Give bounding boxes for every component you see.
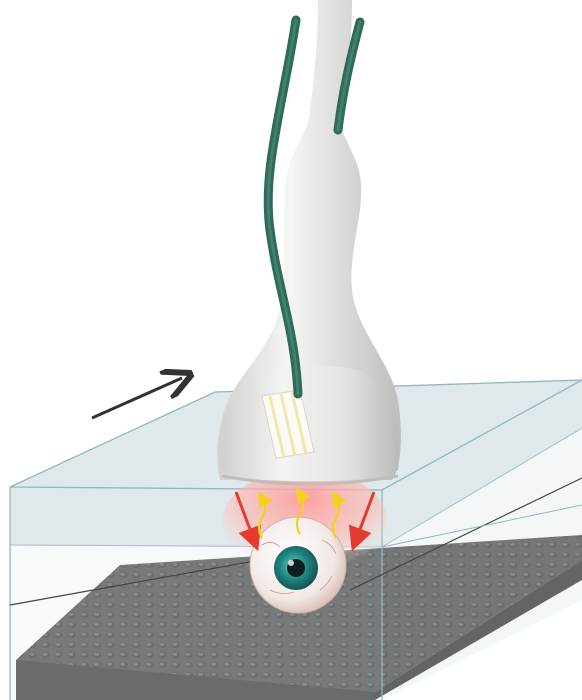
direction-arrow	[92, 378, 182, 418]
probe-head	[217, 0, 400, 484]
